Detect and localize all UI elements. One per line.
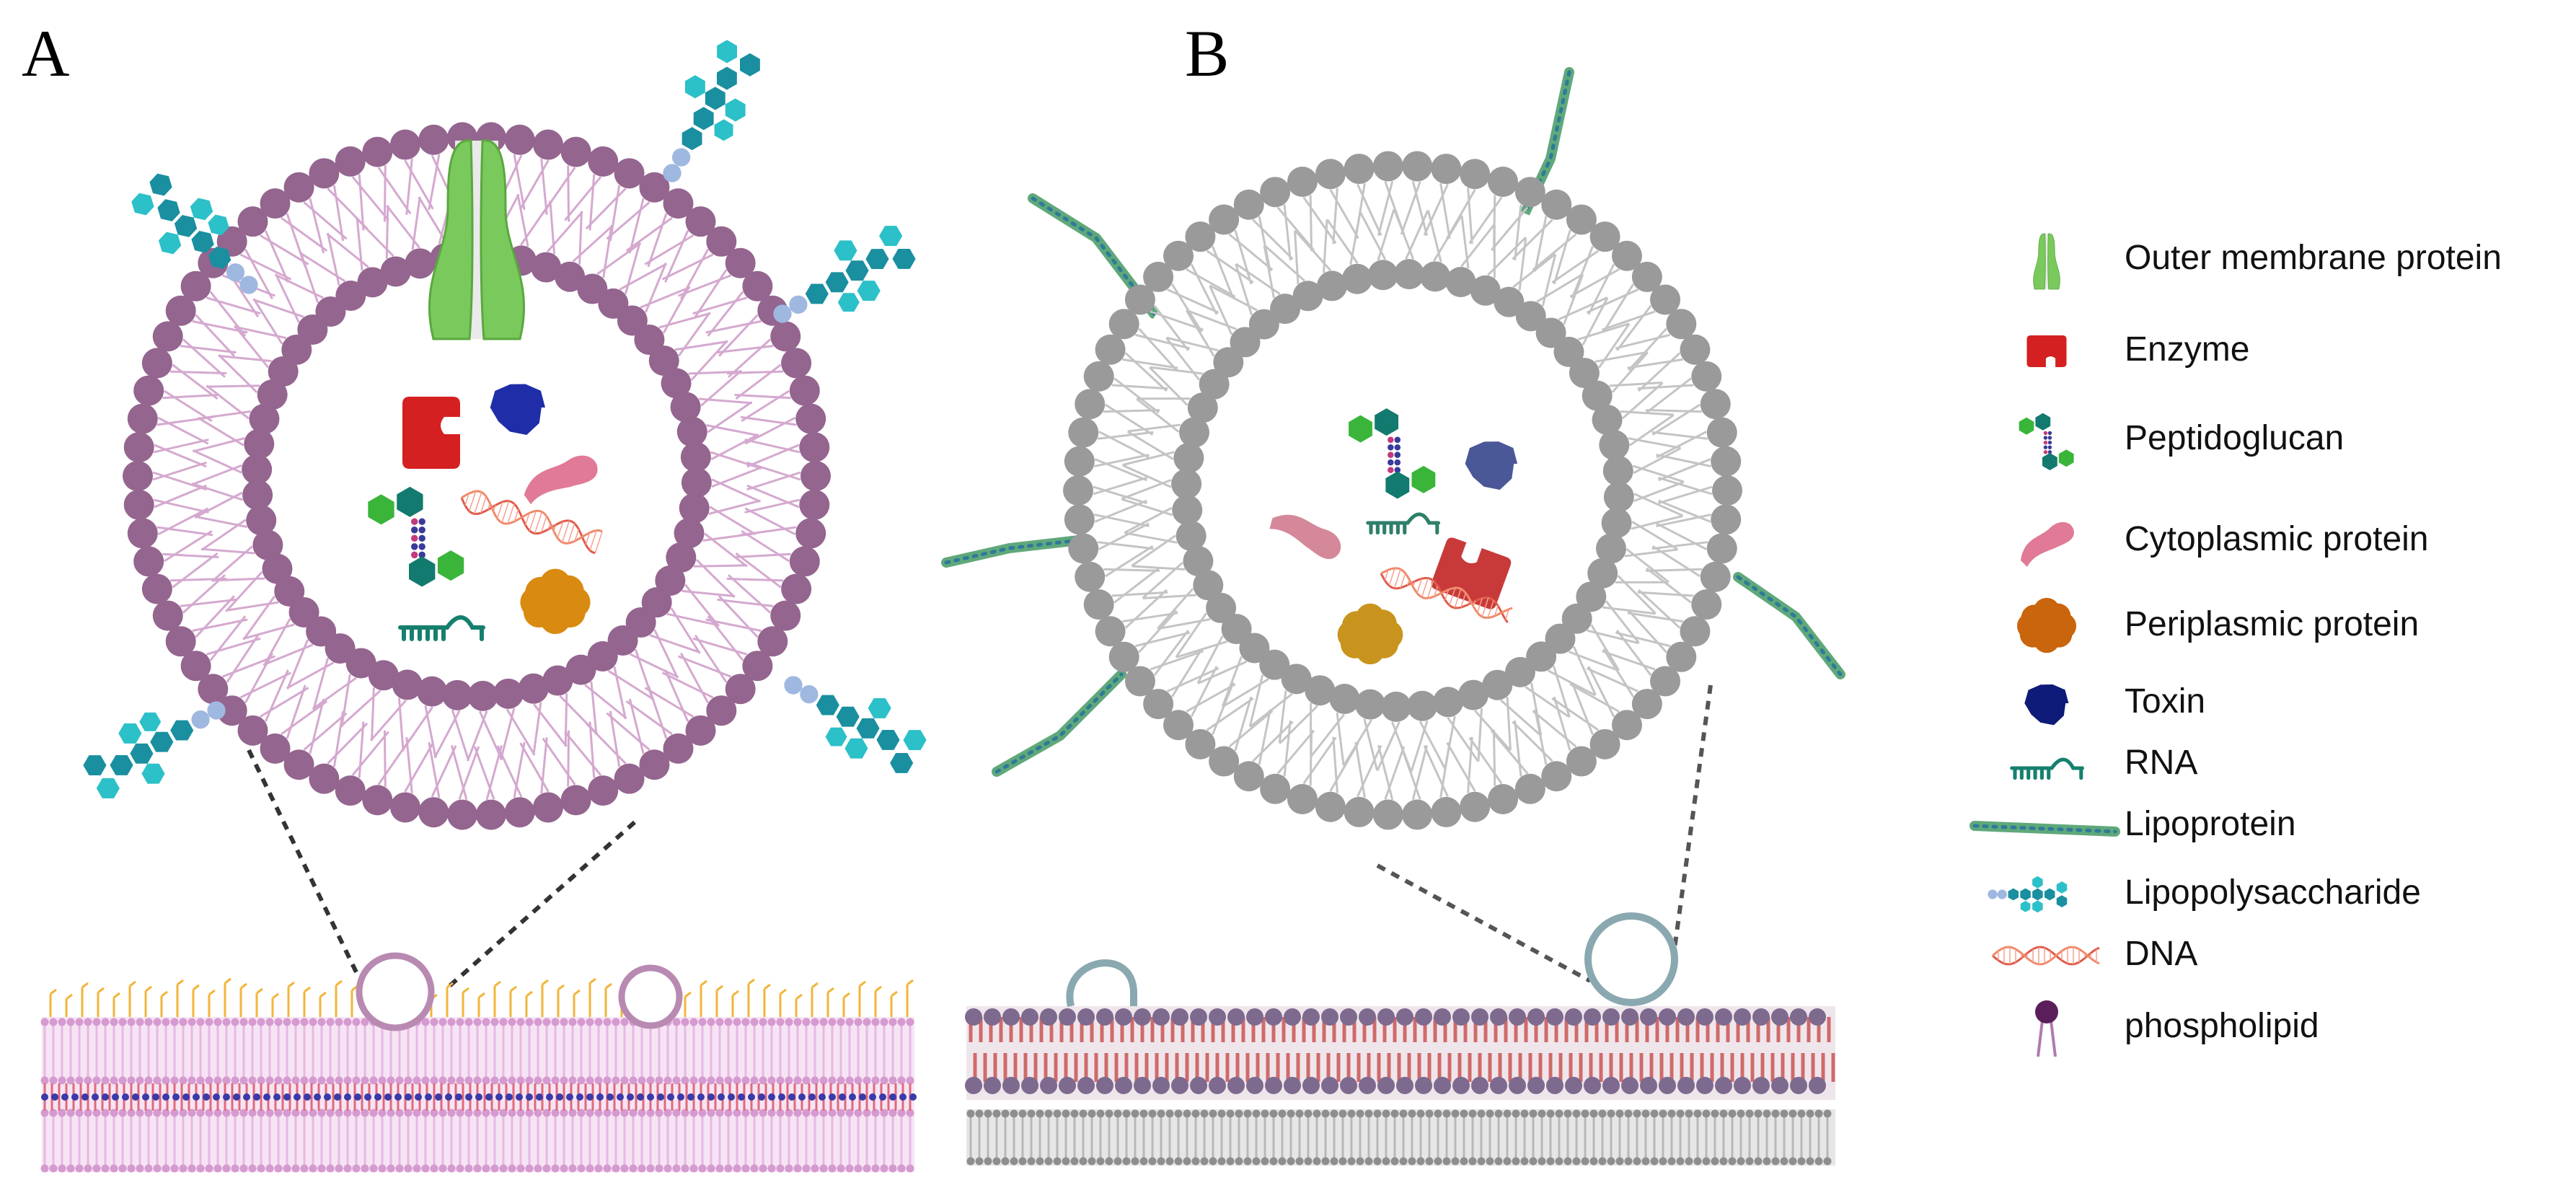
panel-b-gram-positive-mv xyxy=(941,67,1845,1166)
dna-b xyxy=(1380,567,1513,624)
rna-b xyxy=(1366,512,1441,535)
legend-label-10: phospholipid xyxy=(2125,1007,2319,1045)
lps-right xyxy=(773,226,916,323)
guide-line-right xyxy=(446,820,636,990)
legend-label-0: Outer membrane protein xyxy=(2125,239,2502,277)
legend-label-6: RNA xyxy=(2125,744,2198,782)
mv-lipid-heads xyxy=(1063,151,1742,830)
budding-vesicle-b-large xyxy=(1584,912,1678,1006)
peptidoglucan-b xyxy=(1349,408,1436,499)
legend-label-8: Lipopolysaccharide xyxy=(2125,873,2421,912)
legend-label-3: Cytoplasmic protein xyxy=(2125,520,2429,558)
rna-icon xyxy=(2010,757,2085,780)
dna-icon xyxy=(1992,946,2100,966)
cytoplasmic-protein-icon xyxy=(2021,521,2074,567)
guide-line-left-b xyxy=(1376,863,1592,983)
toxin-b xyxy=(1465,441,1518,490)
budding-vesicle-large xyxy=(356,952,435,1031)
lps-bottom-right xyxy=(784,676,927,773)
cytoplasmic-protein xyxy=(524,455,598,505)
outer-membrane-protein-icon xyxy=(2033,233,2060,290)
toxin xyxy=(490,384,545,435)
guide-line-left xyxy=(247,749,359,975)
lipoprotein-left xyxy=(941,534,1090,568)
panel-label-b: B xyxy=(1185,17,1230,90)
budding-vesicle-small xyxy=(618,964,683,1029)
panel-label-a: A xyxy=(22,17,70,90)
outer-membrane-protein xyxy=(428,139,526,340)
lps-bottom-left xyxy=(83,701,226,798)
toxin-icon xyxy=(2024,684,2069,726)
guide-line-right-b xyxy=(1672,684,1713,949)
legend-label-9: DNA xyxy=(2125,935,2198,973)
lipopolysaccharide-icon xyxy=(1988,876,2068,913)
peptidoglucan xyxy=(368,486,464,587)
periplasmic-protein-icon xyxy=(2016,597,2077,653)
legend-label-5: Toxin xyxy=(2125,682,2206,721)
legend-label-7: Lipoprotein xyxy=(2125,805,2296,843)
periplasmic-protein xyxy=(520,568,591,635)
gram-positive-envelope xyxy=(965,912,1835,1166)
enzyme-icon xyxy=(2026,335,2067,367)
lipoprotein-left-bottom xyxy=(992,669,1126,777)
legend-label-1: Enzyme xyxy=(2125,330,2250,369)
peptidoglucan-icon xyxy=(2019,413,2074,470)
cytoplasmic-protein-b xyxy=(1269,514,1341,560)
panel-a-gram-negative-omv xyxy=(40,40,927,1173)
phospholipid-icon xyxy=(2035,1000,2058,1057)
legend-icons xyxy=(1970,233,2120,1057)
enzyme-b xyxy=(1431,537,1512,609)
legend-label-4: Periplasmic protein xyxy=(2125,605,2420,643)
mv-lipid-tails xyxy=(1093,180,1713,801)
enzyme xyxy=(402,397,460,469)
periplasmic-protein-b xyxy=(1337,603,1403,665)
lipoprotein-right xyxy=(1733,572,1845,679)
lps-top-left xyxy=(131,173,258,294)
rna xyxy=(398,615,485,641)
lipoprotein-icon xyxy=(1970,821,2120,837)
lps-top-right xyxy=(663,40,760,182)
budding-vesicle-b-small xyxy=(1066,959,1137,1008)
gram-negative-envelope xyxy=(40,952,917,1173)
dna xyxy=(460,490,603,555)
legend-label-2: Peptidoglucan xyxy=(2125,419,2345,457)
